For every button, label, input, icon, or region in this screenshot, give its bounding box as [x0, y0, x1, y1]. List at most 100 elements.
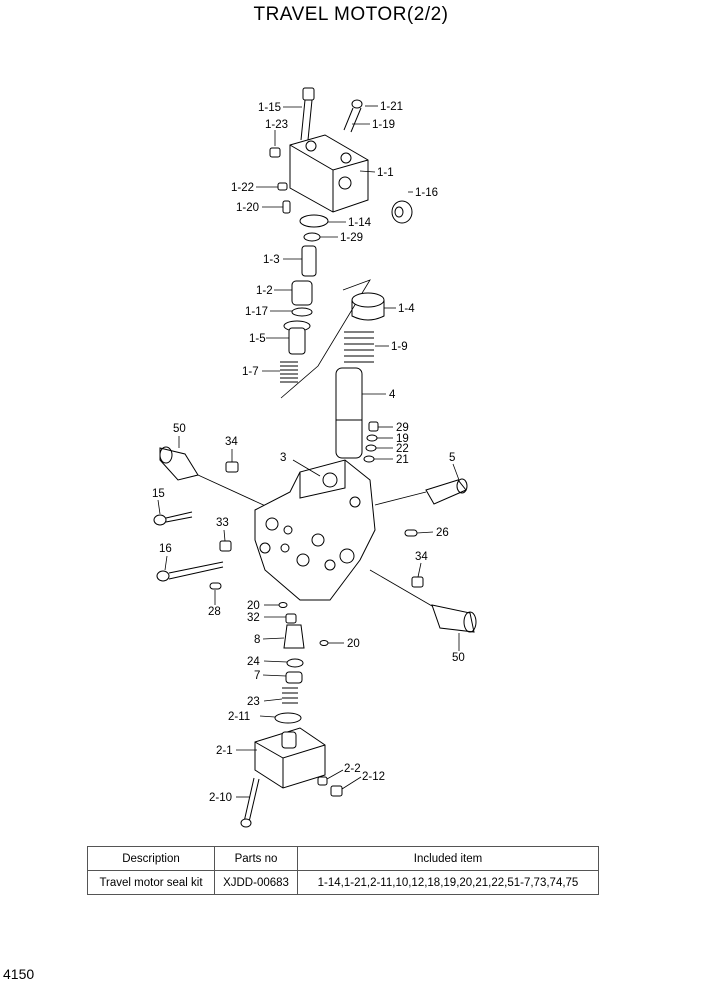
callout: 23 [247, 696, 260, 708]
page-number: 4150 [3, 966, 35, 982]
pin-26 [404, 529, 418, 537]
o-ring-1-29 [303, 232, 321, 242]
callout: 33 [216, 517, 229, 529]
ring-20-left [278, 602, 288, 608]
callout: 1-21 [380, 101, 403, 113]
callout: 1-9 [391, 341, 408, 353]
callout: 1-14 [348, 217, 372, 229]
callout: 2-1 [216, 745, 233, 757]
callout: 21 [396, 454, 409, 466]
plug-1-21 [343, 99, 363, 133]
spring-1-7 [280, 361, 298, 383]
callout: 2-10 [209, 792, 232, 804]
callout: 32 [247, 612, 260, 624]
ring-19 [366, 434, 378, 442]
callout: 20 [247, 600, 260, 612]
ring-24 [286, 658, 304, 668]
spool-8 [283, 624, 305, 649]
relief-valve-50-right [431, 604, 477, 633]
spool-1-3 [301, 245, 317, 277]
callout: 3 [280, 452, 286, 464]
callout: 34 [225, 436, 238, 448]
bolt-1-15 [300, 87, 315, 141]
pin-1-22 [277, 182, 288, 191]
callout: 50 [452, 652, 465, 664]
part-2-12 [330, 785, 343, 797]
table-row: Travel motor seal kit XJDD-00683 1-14,1-… [87, 870, 599, 895]
callout: 8 [254, 634, 260, 646]
callout: 2-11 [228, 711, 250, 723]
bolt-2-10 [240, 777, 260, 828]
callout: 5 [449, 452, 455, 464]
callout: 1-2 [256, 285, 273, 297]
callout: 26 [436, 527, 449, 539]
callout: 1-22 [231, 182, 254, 194]
callout: 24 [247, 656, 260, 668]
o-ring-1-14 [299, 214, 329, 228]
callout: 28 [208, 606, 221, 618]
callout: 16 [159, 543, 172, 555]
spring-23 [282, 687, 298, 704]
callout: 1-4 [398, 303, 415, 315]
table-header: Parts no [214, 846, 298, 871]
callout: 1-7 [242, 366, 259, 378]
piston-1-5 [283, 320, 311, 355]
table-cell: Travel motor seal kit [87, 870, 215, 895]
callout: 1-5 [249, 333, 266, 345]
callout: 20 [347, 638, 360, 650]
callout: 34 [415, 551, 428, 563]
plug-33 [219, 540, 232, 552]
callout: 2-12 [362, 771, 385, 783]
callout: 1-19 [372, 119, 395, 131]
callout: 1-17 [245, 306, 268, 318]
callout: 2-2 [344, 763, 361, 775]
callout: 4 [389, 389, 396, 401]
callout: 1-23 [265, 119, 288, 131]
o-ring-2-11 [274, 712, 302, 724]
table-cell: 1-14,1-21,2-11,10,12,18,19,20,21,22,51-7… [297, 870, 599, 895]
part-32 [285, 613, 297, 624]
callout: 1-20 [236, 202, 259, 214]
callout: 1-15 [258, 102, 281, 114]
seal-kit-table: Description Parts no Included item Trave… [87, 846, 599, 895]
callout: 7 [254, 670, 260, 682]
sleeve-1-2 [291, 280, 313, 306]
callout: 1-29 [340, 232, 363, 244]
pin-28 [209, 582, 222, 590]
plug-1-23 [269, 147, 281, 158]
bolt-15 [153, 511, 193, 526]
callout: 19 [396, 433, 409, 445]
part-7 [285, 671, 303, 684]
callout: 1-1 [377, 167, 394, 179]
part-2-2 [317, 776, 328, 786]
ring-21 [363, 455, 375, 463]
ring-22 [365, 444, 377, 452]
table-header-row: Description Parts no Included item [87, 846, 599, 871]
spring-1-9 [344, 331, 374, 363]
callout: 15 [152, 488, 165, 500]
callout: 1-3 [263, 254, 280, 266]
plug-29 [368, 421, 379, 432]
callout: 1-16 [415, 187, 438, 199]
callout: 50 [173, 423, 186, 435]
ring-20-right [319, 640, 329, 646]
callout: 22 [396, 443, 409, 455]
table-cell: XJDD-00683 [214, 870, 298, 895]
callout: 29 [396, 422, 409, 434]
plug-5 [425, 478, 468, 505]
page-title: TRAVEL MOTOR(2/2) [253, 4, 449, 25]
table-header: Description [87, 846, 215, 871]
table-header: Included item [297, 846, 599, 871]
cover-2-1 [254, 727, 326, 789]
group-outline [280, 279, 371, 399]
plug-1-16 [391, 200, 413, 224]
pin-1-20 [282, 200, 291, 214]
plug-34-left [225, 461, 239, 473]
valve-block-1-1 [289, 134, 369, 213]
relief-valve-50-left [159, 446, 199, 481]
spool-4 [335, 367, 363, 459]
main-body-3 [254, 459, 376, 601]
sleeve-1-4 [351, 292, 385, 321]
plug-34-right [411, 576, 424, 588]
